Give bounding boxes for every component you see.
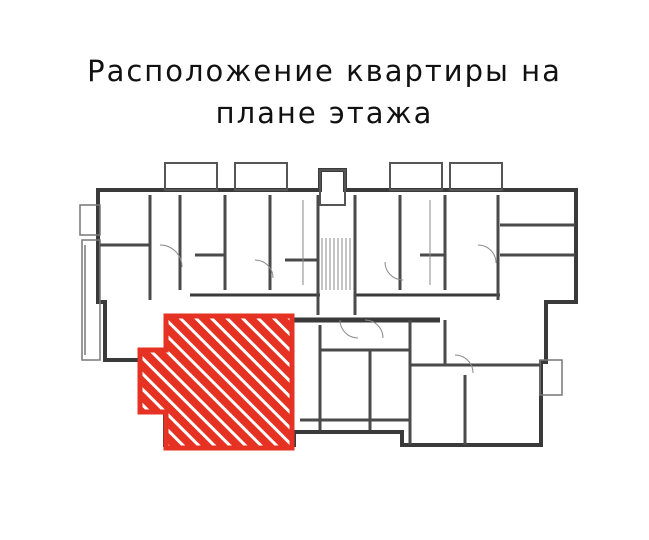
balconies bbox=[164, 162, 503, 206]
left-terrace bbox=[79, 204, 563, 396]
title-line-2: плане этажа bbox=[215, 96, 434, 130]
plan-details bbox=[159, 200, 497, 374]
highlighted-apartment bbox=[137, 313, 295, 451]
interior-walls bbox=[100, 195, 575, 445]
title-line-1: Расположение квартиры на bbox=[87, 54, 562, 88]
page-title: Расположение квартиры на плане этажа bbox=[0, 50, 649, 134]
